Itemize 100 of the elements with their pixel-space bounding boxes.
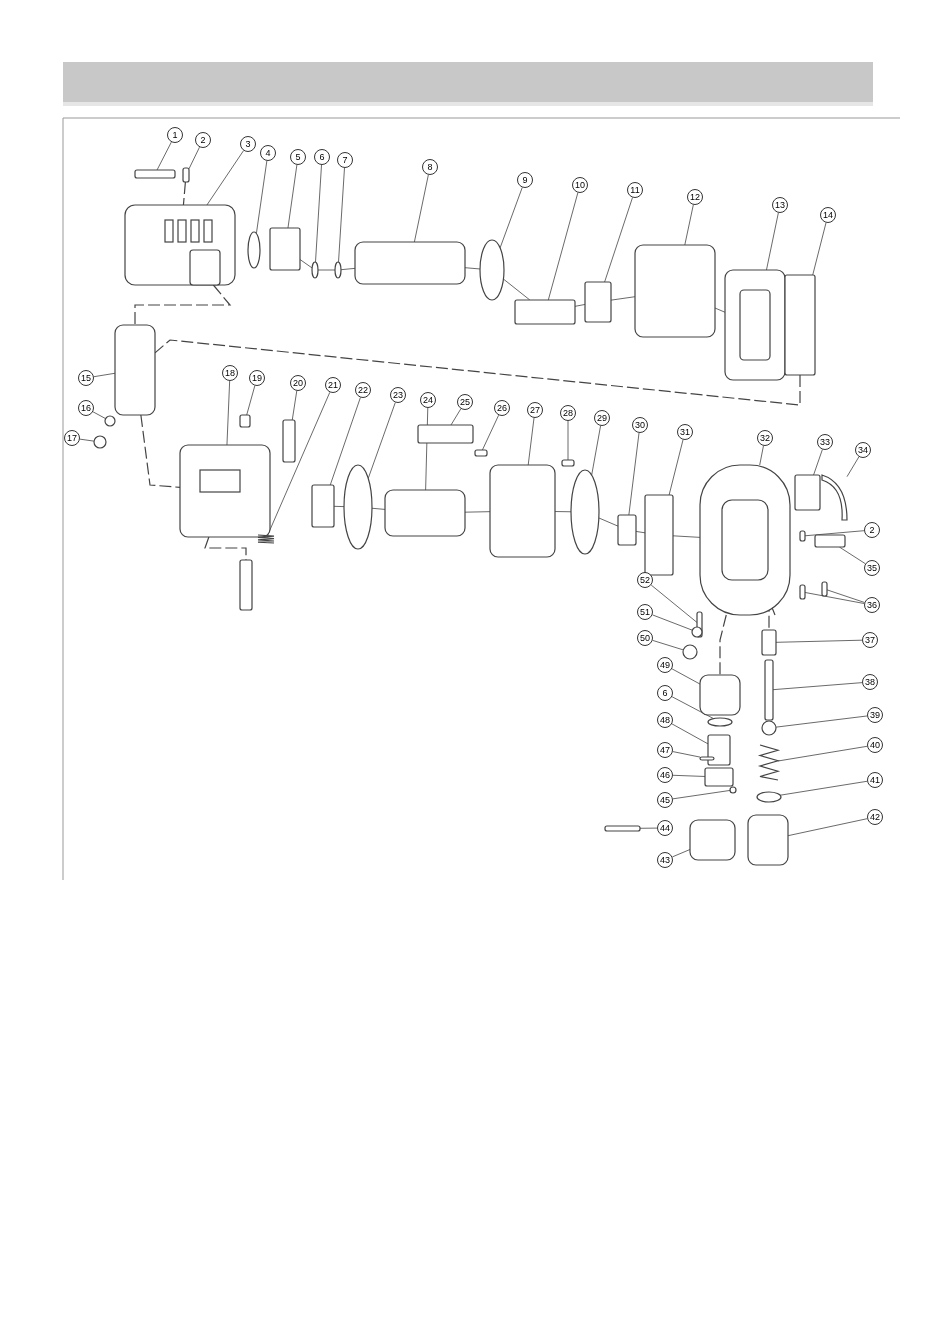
leader-line (777, 745, 868, 762)
pin-drawing (561, 459, 575, 467)
valve-stem-drawing (764, 659, 774, 721)
leader-line (188, 146, 200, 170)
leader-line (775, 715, 868, 728)
leader-line (826, 589, 865, 603)
callout-number: 5 (290, 149, 306, 165)
leader-line (93, 372, 116, 378)
callout-number: 27 (527, 402, 543, 418)
bearing-drawing (617, 514, 637, 546)
pin-drawing (799, 584, 806, 600)
leader-line (804, 530, 865, 537)
callout-number: 12 (687, 189, 703, 205)
leader-line (671, 849, 691, 858)
knob-drawing (689, 819, 736, 861)
end-plate-drawing (343, 464, 373, 550)
leader-line (813, 449, 823, 476)
motor-housing-drawing (179, 444, 271, 538)
leader-line (672, 790, 731, 800)
leader-line (482, 414, 499, 451)
bolt-drawing (814, 534, 846, 548)
leader-line (79, 438, 95, 442)
callout-number: 38 (862, 674, 878, 690)
callout-number: 30 (632, 417, 648, 433)
ball-drawing (691, 626, 703, 638)
callout-number: 33 (817, 434, 833, 450)
callout-number: 44 (657, 820, 673, 836)
leader-line (652, 640, 684, 651)
leader-line (846, 456, 860, 478)
callout-number: 25 (457, 394, 473, 410)
callout-number: 21 (325, 377, 341, 393)
leader-line (450, 408, 462, 426)
callout-number: 36 (864, 597, 880, 613)
leader-line (779, 780, 868, 796)
callout-number: 16 (78, 400, 94, 416)
callout-number: 4 (260, 145, 276, 161)
leader-line (414, 174, 429, 243)
hammer-cage-drawing (514, 299, 576, 325)
callout-number: 3 (240, 136, 256, 152)
gasket-drawing (784, 274, 816, 376)
bushing-drawing (269, 227, 301, 271)
callout-number: 52 (637, 572, 653, 588)
leader-line (547, 192, 579, 301)
o-ring-drawing (311, 261, 319, 279)
bearing-plate-drawing (479, 239, 505, 301)
valve-ball-drawing (761, 720, 777, 736)
callout-number: 48 (657, 712, 673, 728)
leader-line (317, 269, 336, 271)
cylinder-drawing (489, 464, 556, 558)
o-ring-drawing (334, 261, 342, 279)
housing-drawing (124, 204, 236, 286)
leader-line (812, 222, 827, 276)
callout-number: 18 (222, 365, 238, 381)
callout-number: 32 (757, 430, 773, 446)
gasket-drawing (644, 494, 674, 576)
callout-number: 8 (422, 159, 438, 175)
callout-number: 29 (594, 410, 610, 426)
callout-number: 15 (78, 370, 94, 386)
leader-line (246, 385, 256, 416)
leader-line (671, 696, 714, 719)
callout-number: 45 (657, 792, 673, 808)
callout-number: 34 (855, 442, 871, 458)
leader-line (291, 390, 298, 421)
air-inlet-drawing (747, 814, 789, 866)
callout-number: 41 (867, 772, 883, 788)
callout-number: 22 (355, 382, 371, 398)
leader-line (329, 397, 361, 486)
leader-line (684, 204, 694, 246)
gasket-drawing (247, 231, 261, 269)
leader-line (671, 723, 709, 745)
leader-line (604, 197, 633, 283)
callout-number: 24 (420, 392, 436, 408)
leader-line (766, 212, 779, 271)
leader-line (567, 420, 569, 461)
callout-number: 6 (657, 685, 673, 701)
pin-drawing (239, 559, 253, 611)
spring-drawing (757, 744, 781, 781)
bearing-drawing (311, 484, 335, 528)
seal-ring-drawing (756, 791, 782, 803)
callout-number: 17 (64, 430, 80, 446)
ball-drawing (729, 786, 737, 794)
leader-line (672, 774, 706, 777)
screw-drawing (93, 435, 107, 449)
assembly-line (182, 181, 186, 206)
callout-number: 14 (820, 207, 836, 223)
callout-number: 28 (560, 405, 576, 421)
leader-line (671, 668, 701, 685)
leader-line (775, 639, 863, 643)
callout-number: 1 (167, 127, 183, 143)
callout-number: 37 (862, 632, 878, 648)
leader-line (804, 592, 865, 604)
callout-number: 2 (864, 522, 880, 538)
leader-line (156, 141, 172, 171)
leader-line (838, 546, 866, 565)
sleeve-drawing (761, 629, 777, 656)
leader-line (256, 160, 268, 234)
assembly-line (140, 414, 181, 488)
leader-line (652, 614, 693, 631)
leader-line (503, 278, 531, 301)
leader-line (499, 187, 523, 249)
